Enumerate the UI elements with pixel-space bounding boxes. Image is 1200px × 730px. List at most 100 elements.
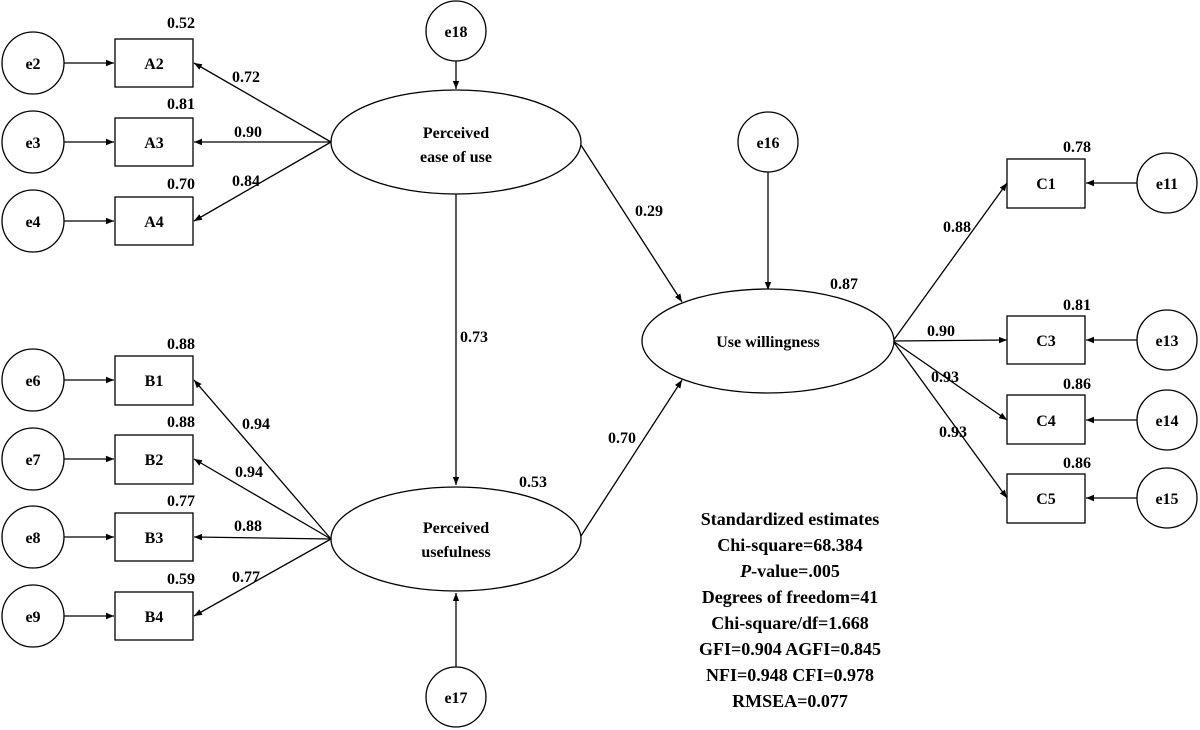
error-circle-e14 [1136, 389, 1198, 451]
error-circle-e17 [425, 666, 487, 728]
error-label-e17: e17 [444, 690, 467, 707]
r2-label-c3: 0.81 [1063, 297, 1091, 314]
indicator-box-b3 [114, 512, 194, 562]
error-label-e2: e2 [25, 56, 40, 73]
r2-label-a4: 0.70 [167, 176, 195, 193]
stats-p-value: -value=.005 [751, 561, 840, 581]
indicator-box-a3 [114, 117, 194, 167]
path-uw-c5 [892, 340, 1008, 499]
error-circle-e16 [737, 111, 799, 173]
indicator-label-c3: C3 [1036, 333, 1056, 350]
latent-label-pu-line1: Perceived [423, 520, 489, 537]
r2-label-a2: 0.52 [167, 15, 195, 32]
indicator-label-b1: B1 [145, 373, 164, 390]
indicator-label-c1: C1 [1036, 176, 1056, 193]
stats-degrees-of-freedom: Degrees of freedom=41 [701, 587, 879, 607]
latent-ellipse-peou [330, 89, 582, 195]
latent-label-peou-line1: Perceived [423, 125, 489, 142]
indicator-label-a4: A4 [144, 214, 164, 231]
indicator-label-b3: B3 [145, 530, 164, 547]
stats-nfi-cfi: NFI=0.948 CFI=0.978 [705, 665, 874, 685]
error-circle-e15 [1136, 467, 1198, 529]
error-circle-e11 [1136, 152, 1198, 214]
error-label-e3: e3 [25, 135, 40, 152]
error-circle-e6 [1, 348, 65, 412]
r2-label-c4: 0.86 [1063, 376, 1091, 393]
path-peou-uw [578, 141, 683, 303]
error-label-e7: e7 [25, 452, 40, 469]
indicator-box-b1 [114, 355, 194, 406]
r2-label-uw: 0.87 [830, 276, 858, 293]
path-pu-uw [578, 379, 683, 540]
r2-label-b3: 0.77 [167, 493, 195, 510]
path-label-peou-pu: 0.73 [460, 329, 488, 346]
latent-ellipse-pu [330, 486, 582, 592]
path-pu-b4 [193, 538, 332, 617]
error-label-e15: e15 [1155, 491, 1178, 508]
indicator-label-c4: C4 [1036, 413, 1056, 430]
error-label-e9: e9 [25, 609, 40, 626]
error-label-e8: e8 [25, 530, 40, 547]
path-pu-b3 [193, 533, 332, 541]
r2-label-pu: 0.53 [519, 474, 547, 491]
stats-p-value-line: P-value=.005 [640, 558, 940, 584]
latent-ellipse-uw [641, 288, 895, 394]
indicator-label-a2: A2 [144, 56, 164, 73]
stats-title: Standardized estimates [700, 509, 880, 529]
latent-label-uw: Use willingness [716, 334, 820, 351]
path-pu-b1 [193, 379, 332, 540]
error-circle-e2 [1, 31, 65, 95]
loading-label-b4: 0.77 [232, 569, 260, 586]
loading-label-a3: 0.90 [234, 124, 262, 141]
r2-label-b2: 0.88 [167, 414, 195, 431]
r2-label-c5: 0.86 [1063, 455, 1091, 472]
indicator-box-c3 [1006, 315, 1086, 365]
path-uw-c4 [892, 340, 1008, 421]
error-circle-e4 [1, 189, 65, 253]
error-circle-e3 [1, 110, 65, 174]
stats-chi-square-df: Chi-square/df=1.668 [711, 613, 869, 633]
r2-label-c1: 0.78 [1063, 139, 1091, 156]
loading-label-b1: 0.94 [242, 416, 270, 433]
error-label-e4: e4 [25, 214, 40, 231]
indicator-label-b4: B4 [145, 609, 164, 626]
r2-label-b4: 0.59 [167, 571, 195, 588]
loading-label-c5: 0.93 [939, 424, 967, 441]
error-circle-e18 [425, 0, 487, 62]
path-label-pu-uw: 0.70 [608, 430, 636, 447]
loading-label-c1: 0.88 [943, 219, 971, 236]
fit-statistics-box: Standardized estimates Chi-square=68.384… [640, 506, 940, 714]
indicator-box-b2 [114, 434, 194, 485]
loading-label-b3: 0.88 [234, 518, 262, 535]
error-label-e13: e13 [1155, 333, 1178, 350]
path-label-peou-uw: 0.29 [635, 203, 663, 220]
stats-chi-square: Chi-square=68.384 [717, 535, 863, 555]
indicator-box-a2 [114, 38, 194, 88]
indicator-box-c1 [1006, 158, 1086, 209]
loading-label-a2: 0.72 [232, 69, 260, 86]
error-circle-e7 [1, 427, 65, 491]
loading-label-c4: 0.93 [931, 369, 959, 386]
error-label-e6: e6 [25, 373, 40, 390]
loading-label-c3: 0.90 [927, 323, 955, 340]
r2-label-b1: 0.88 [167, 336, 195, 353]
r2-label-a3: 0.81 [167, 96, 195, 113]
stats-gfi-agfi: GFI=0.904 AGFI=0.845 [698, 639, 882, 659]
loading-label-a4: 0.84 [232, 173, 260, 190]
loading-label-b2: 0.94 [235, 464, 263, 481]
error-circle-e9 [1, 584, 65, 648]
indicator-label-a3: A3 [144, 135, 164, 152]
indicator-label-b2: B2 [145, 452, 164, 469]
error-label-e18: e18 [444, 24, 467, 41]
error-circle-e13 [1136, 309, 1198, 371]
indicator-box-a4 [114, 196, 194, 246]
path-peou-a2 [193, 62, 332, 143]
latent-label-pu-line2: usefulness [421, 544, 490, 561]
error-label-e14: e14 [1155, 413, 1178, 430]
path-peou-a4 [193, 141, 332, 222]
indicator-box-b4 [114, 591, 194, 641]
path-uw-c1 [892, 182, 1008, 342]
indicator-label-c5: C5 [1036, 491, 1056, 508]
error-circle-e8 [1, 505, 65, 569]
